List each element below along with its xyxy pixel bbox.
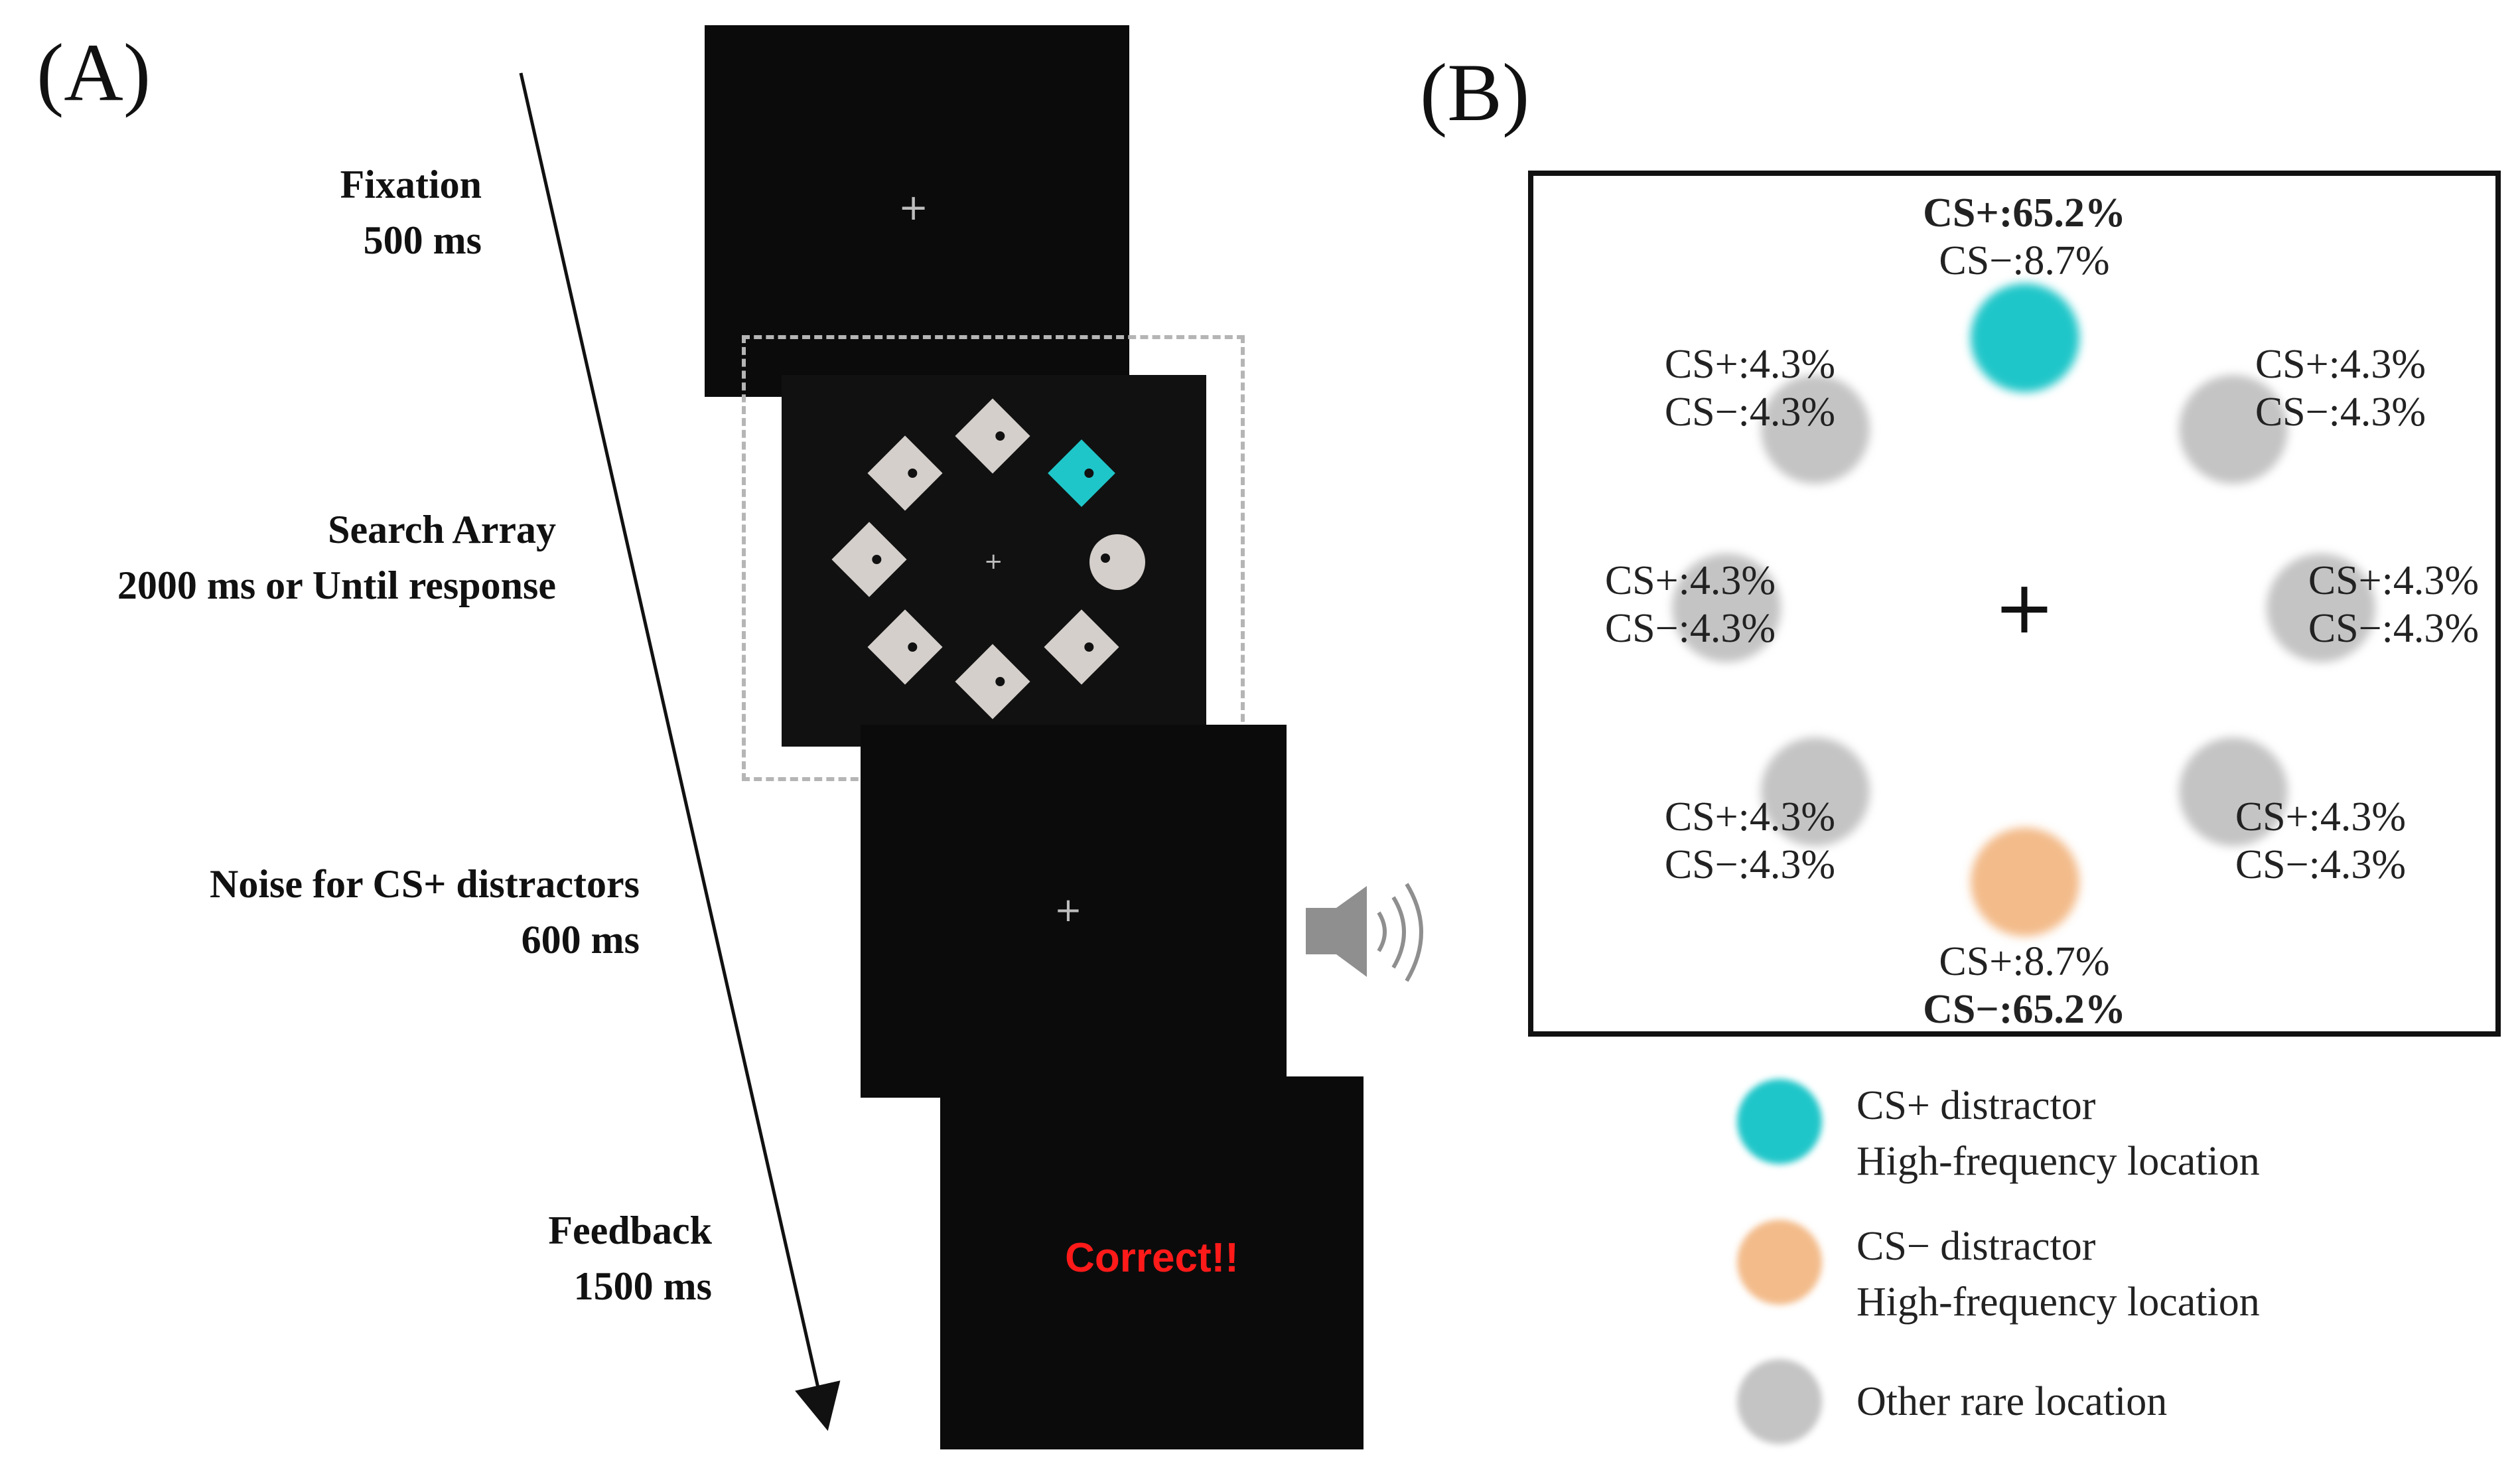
cs-minus-probability: CS−:4.3% <box>1664 842 1835 887</box>
legend-swatch-cs-minus <box>1737 1220 1822 1305</box>
cs-minus-probability: CS−:4.3% <box>1604 606 1776 651</box>
legend-entry-cs-minus: CS− distractor High-frequency location <box>1856 1218 2260 1330</box>
label-upper-left: CS+:4.3% CS−:4.3% <box>1606 340 1835 436</box>
rare-location-lower-left <box>1761 737 1870 846</box>
cs-plus-probability: CS+:4.3% <box>1664 794 1835 840</box>
cs-plus-probability: CS+:8.7% <box>1939 939 2110 984</box>
step-name: Fixation <box>340 163 482 206</box>
panel-b-label: (B) <box>1420 47 1530 138</box>
legend-line1: CS+ distractor <box>1856 1083 2096 1128</box>
label-right: CS+:4.3% CS−:4.3% <box>2253 557 2479 652</box>
rare-location-right <box>2267 553 2375 662</box>
cs-minus-probability: CS−:4.3% <box>2255 390 2426 435</box>
panel-a-label: (A) <box>36 27 151 118</box>
legend-entry-rare: Other rare location <box>1856 1374 2167 1430</box>
search-array-shapes <box>831 398 1145 719</box>
center-fixation-cross: + <box>1993 565 2056 650</box>
label-bottom: CS+:8.7% CS−:65.2% <box>1892 938 2157 1033</box>
feedback-text: Correct!! <box>1065 1235 1239 1281</box>
step-noise-label: Noise for CS+ distractors 600 ms <box>42 856 640 968</box>
label-left: CS+:4.3% CS−:4.3% <box>1550 557 1776 652</box>
legend-entry-cs-plus: CS+ distractor High-frequency location <box>1856 1078 2260 1189</box>
cs-plus-probability: CS+:65.2% <box>1923 190 2126 236</box>
cs-minus-probability: CS−:4.3% <box>2308 606 2479 651</box>
search-array-screen: + <box>782 375 1206 747</box>
cs-minus-high-frequency-location <box>1971 828 2079 936</box>
cs-plus-probability: CS+:4.3% <box>2235 794 2406 840</box>
cs-minus-probability: CS−:4.3% <box>2235 842 2406 887</box>
step-fixation-label: Fixation 500 ms <box>17 157 482 268</box>
label-lower-right: CS+:4.3% CS−:4.3% <box>2177 793 2406 889</box>
step-search-array-label: Search Array 2000 ms or Until response <box>0 502 556 613</box>
rare-location-upper-right <box>2179 375 2288 484</box>
cs-minus-probability: CS−:65.2% <box>1923 987 2126 1032</box>
step-name: Noise for CS+ distractors <box>210 862 640 906</box>
noise-fixation-cross: + <box>1054 891 1082 929</box>
cs-plus-probability: CS+:4.3% <box>1604 558 1776 603</box>
cs-plus-probability: CS+:4.3% <box>2255 342 2426 387</box>
cs-minus-probability: CS−:4.3% <box>1664 390 1835 435</box>
label-upper-right: CS+:4.3% CS−:4.3% <box>2197 340 2426 436</box>
legend-line1: CS− distractor <box>1856 1224 2096 1269</box>
fixation-screen: + <box>705 25 1129 397</box>
feedback-screen: Correct!! <box>940 1076 1364 1449</box>
location-probability-map: + CS+:65.2% CS−:8.7% CS+:4.3% CS−:4.3% C… <box>1528 171 2501 1037</box>
step-name: Feedback <box>548 1209 712 1252</box>
search-fixation-cross: + <box>984 548 1003 575</box>
rare-location-left <box>1672 553 1781 662</box>
step-duration: 2000 ms or Until response <box>117 563 556 607</box>
cs-plus-probability: CS+:4.3% <box>1664 342 1835 387</box>
label-top: CS+:65.2% CS−:8.7% <box>1892 189 2157 285</box>
step-duration: 600 ms <box>521 918 640 962</box>
cs-plus-high-frequency-location <box>1971 283 2079 392</box>
step-duration: 1500 ms <box>573 1264 712 1308</box>
legend-line2: High-frequency location <box>1856 1280 2260 1325</box>
cs-minus-probability: CS−:8.7% <box>1939 238 2110 283</box>
rare-location-lower-right <box>2179 737 2288 846</box>
step-feedback-label: Feedback 1500 ms <box>247 1203 712 1314</box>
noise-screen: + <box>861 725 1287 1098</box>
legend-line2: High-frequency location <box>1856 1139 2260 1184</box>
fixation-cross: + <box>898 186 929 228</box>
cs-plus-probability: CS+:4.3% <box>2308 558 2479 603</box>
rare-location-upper-left <box>1761 375 1870 484</box>
legend-swatch-cs-plus <box>1737 1079 1822 1164</box>
step-name: Search Array <box>328 508 556 551</box>
label-lower-left: CS+:4.3% CS−:4.3% <box>1606 793 1835 889</box>
step-duration: 500 ms <box>363 218 482 262</box>
legend-swatch-rare <box>1737 1359 1822 1444</box>
legend-line1: Other rare location <box>1856 1379 2168 1424</box>
